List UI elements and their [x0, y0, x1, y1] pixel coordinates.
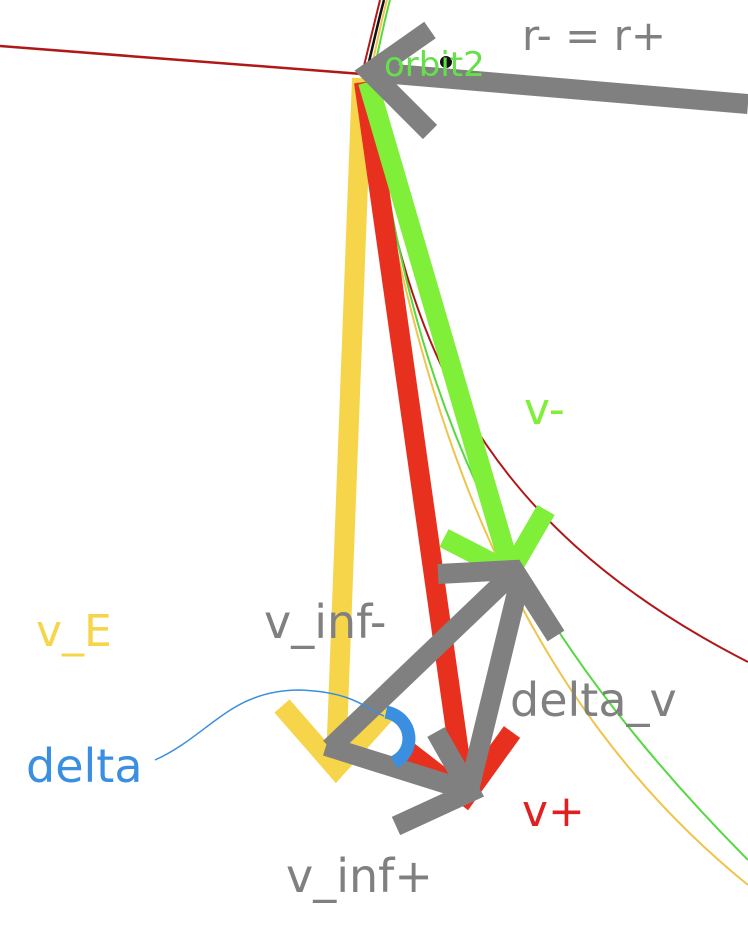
delta-label: delta: [26, 739, 143, 793]
planet-orbit-curve: [0, 44, 363, 76]
v-earth-label: v_E: [36, 606, 112, 657]
radius-equality-label: r- = r+: [522, 11, 666, 60]
v-inf-plus-label: v_inf+: [286, 849, 433, 903]
v-E-vector: [274, 77, 398, 784]
orbit2-point-dot: [440, 56, 452, 68]
delta-v-label: delta_v: [510, 673, 677, 727]
v-minus-label: v-: [524, 384, 565, 435]
v-inf-minus-vector: [323, 559, 565, 756]
orbit2-label: orbit2: [384, 45, 485, 85]
delta-leader-line: [154, 689, 385, 761]
v-inf-minus-label: v_inf-: [264, 595, 386, 649]
delta-v-vector: [460, 577, 530, 789]
v-inf-plus-vector: [323, 727, 485, 836]
v-plus-label: v+: [522, 786, 585, 837]
delta-angle-arc: [383, 705, 416, 768]
r-vector: [354, 21, 748, 140]
